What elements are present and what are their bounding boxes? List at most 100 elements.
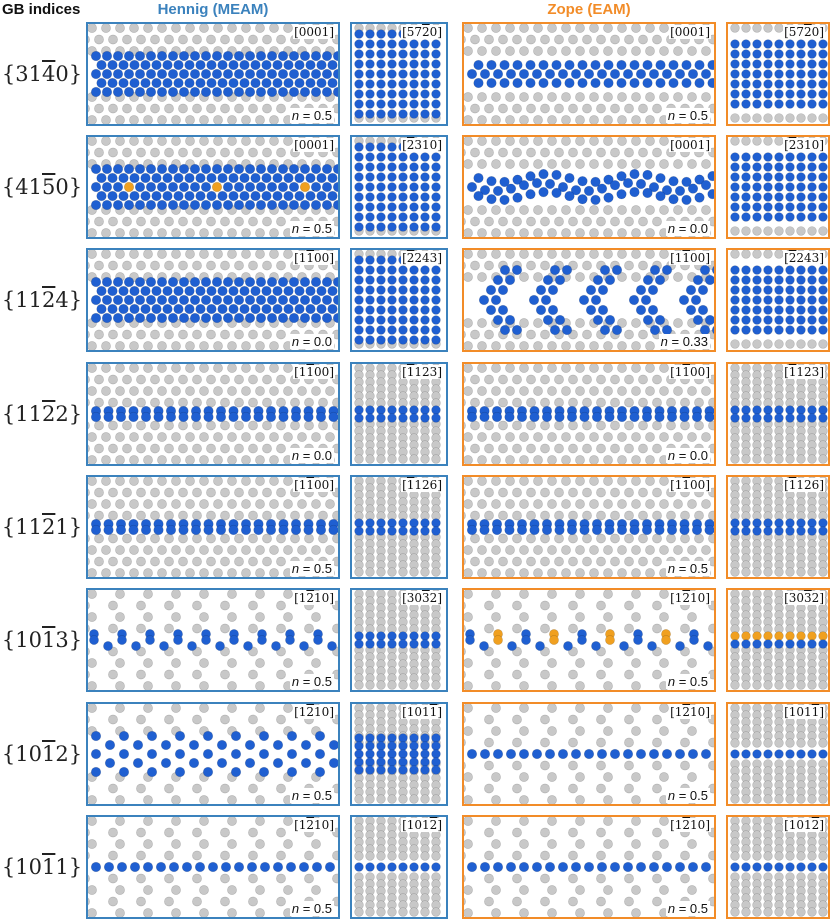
bulk-atom (171, 477, 181, 486)
bulk-atom (150, 103, 160, 114)
gb-atom (785, 749, 795, 759)
bulk-atom (596, 374, 606, 385)
gb-atom (365, 109, 375, 119)
bulk-atom (464, 398, 466, 407)
bulk-atom (540, 760, 550, 771)
bulk-atom (164, 669, 174, 680)
gb-atom (752, 89, 762, 99)
bulk-atom (491, 726, 501, 736)
n-value-label: n = 0.5 (665, 674, 710, 689)
bulk-atom (150, 34, 160, 45)
gb-atom (90, 86, 102, 98)
zope-gb-view: [1210]n = 0.5 (462, 702, 716, 806)
bulk-atom (763, 680, 773, 690)
bulk-atom (652, 374, 662, 385)
bulk-atom (617, 318, 627, 328)
bulk-atom (470, 487, 480, 498)
gb-atom (774, 325, 784, 335)
gb-atom (807, 39, 817, 49)
bulk-atom (807, 738, 817, 748)
gb-atom (216, 757, 228, 769)
bulk-atom (603, 159, 613, 169)
bulk-atom (547, 545, 557, 555)
gb-atom (629, 59, 640, 71)
view-direction-label: [1100] (293, 478, 335, 492)
bulk-atom (652, 623, 662, 634)
bulk-atom (255, 568, 265, 577)
bulk-atom (464, 250, 473, 259)
bulk-atom (248, 623, 258, 634)
bulk-atom (796, 454, 806, 464)
bulk-atom (774, 567, 784, 577)
gb-atom (504, 274, 516, 286)
bulk-atom (617, 386, 627, 396)
bulk-atom (519, 590, 529, 599)
bulk-atom (276, 34, 286, 45)
gb-atom (578, 294, 590, 306)
bulk-atom (540, 487, 550, 498)
bulk-atom (477, 386, 487, 396)
bulk-atom (464, 612, 473, 622)
bulk-atom (185, 341, 195, 350)
bulk-atom (227, 477, 237, 486)
bulk-atom (596, 397, 606, 408)
side-direction-label: [3032] (783, 591, 825, 605)
bulk-atom (575, 272, 585, 282)
bulk-atom (701, 545, 711, 555)
gb-atom (763, 152, 773, 162)
gb-atom (118, 59, 129, 71)
bulk-atom (150, 147, 160, 158)
gb-atom (265, 411, 277, 423)
gb-atom (189, 50, 201, 62)
gb-atom (129, 861, 141, 873)
bulk-atom (234, 34, 244, 45)
bulk-atom (589, 92, 599, 102)
bulk-atom (741, 680, 751, 690)
bulk-atom (617, 477, 627, 486)
gb-atom (796, 413, 806, 423)
gb-atom (486, 59, 497, 71)
bulk-atom (796, 226, 806, 236)
gb-atom (431, 639, 441, 649)
bulk-atom (741, 137, 751, 146)
gb-atom (354, 295, 364, 305)
gb-atom (687, 183, 699, 194)
gb-atom (200, 312, 212, 324)
bulk-atom (129, 499, 139, 509)
bulk-atom (807, 113, 817, 123)
bulk-atom (276, 487, 286, 498)
bulk-atom (785, 339, 795, 349)
bulk-atom (248, 34, 258, 45)
gb-atom (752, 39, 762, 49)
bulk-atom (227, 658, 237, 668)
bulk-atom (150, 374, 160, 385)
bulk-atom (554, 374, 564, 385)
gb-atom (585, 304, 597, 316)
gb-atom (785, 285, 795, 295)
bulk-atom (276, 420, 286, 431)
gb-atom (365, 862, 375, 872)
bulk-atom (730, 567, 740, 577)
gb-atom (299, 86, 311, 98)
gb-atom (577, 59, 588, 71)
gb-atom (134, 163, 146, 175)
gb-atom (818, 39, 828, 49)
gb-atom (398, 757, 408, 767)
gb-atom (796, 325, 806, 335)
gb-atom (554, 411, 565, 423)
gb-atom (730, 325, 740, 335)
bulk-atom (115, 455, 125, 464)
bulk-atom (136, 873, 146, 884)
gb-atom (365, 275, 375, 285)
bulk-atom (477, 205, 487, 215)
gb-atom (376, 99, 386, 109)
gb-atom (288, 68, 300, 80)
gb-atom (675, 641, 685, 651)
bulk-atom (164, 600, 174, 611)
gb-atom (189, 181, 201, 193)
gb-atom (730, 79, 740, 89)
bulk-atom (470, 510, 480, 521)
gb-atom (327, 190, 338, 202)
